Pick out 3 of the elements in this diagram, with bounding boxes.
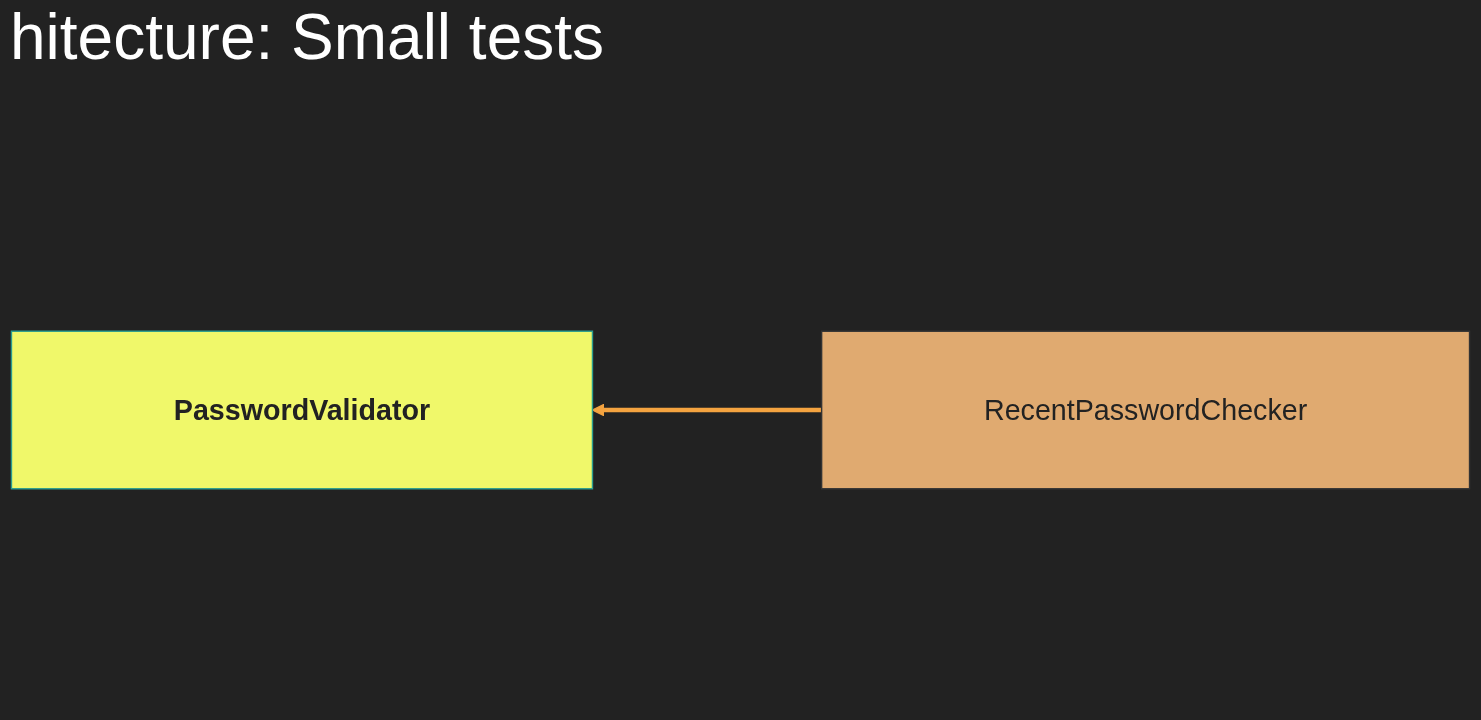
node-box: RecentPasswordChecker [820,330,1471,490]
slide-title: hitecture: Small tests [10,0,604,74]
node-box: PasswordValidator [10,330,594,490]
